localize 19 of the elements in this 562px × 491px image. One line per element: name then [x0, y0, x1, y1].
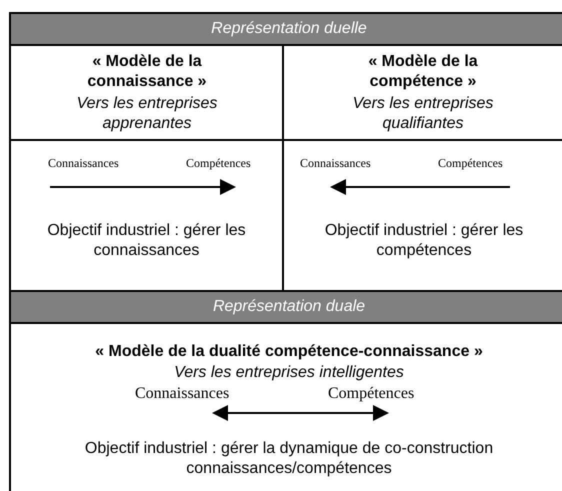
concept-label: Compétences	[186, 156, 251, 170]
model-subtitle: Vers les entreprises apprenantes	[76, 94, 218, 134]
concept-label: Compétences	[328, 385, 414, 403]
objective-text: Objectif industriel : gérer les connaissances	[46, 221, 247, 261]
section-header	[9, 290, 562, 324]
section-title: Représentation duelle	[210, 19, 368, 39]
model-subtitle: Vers les entreprises qualifiantes	[352, 94, 494, 134]
model-title: « Modèle de la dualité compétence-connaissance »	[94, 342, 484, 362]
model-subtitle: Vers les entreprises intelligentes	[173, 363, 405, 383]
objective-text: Objectif industriel : gérer les compétences	[324, 221, 524, 261]
concept-label: Connaissances	[300, 156, 371, 170]
objective-text: Objectif industriel : gérer la dynamique de co-construction connaissances/compétences	[84, 439, 494, 479]
concept-label: Compétences	[438, 156, 503, 170]
section-header	[9, 12, 562, 46]
model-title: « Modèle de la compétence »	[367, 52, 479, 92]
concept-label: Connaissances	[135, 385, 230, 403]
concept-label: Connaissances	[48, 156, 119, 170]
model-title: « Modèle de la connaissance »	[86, 52, 208, 92]
section-title: Représentation duale	[212, 297, 366, 317]
